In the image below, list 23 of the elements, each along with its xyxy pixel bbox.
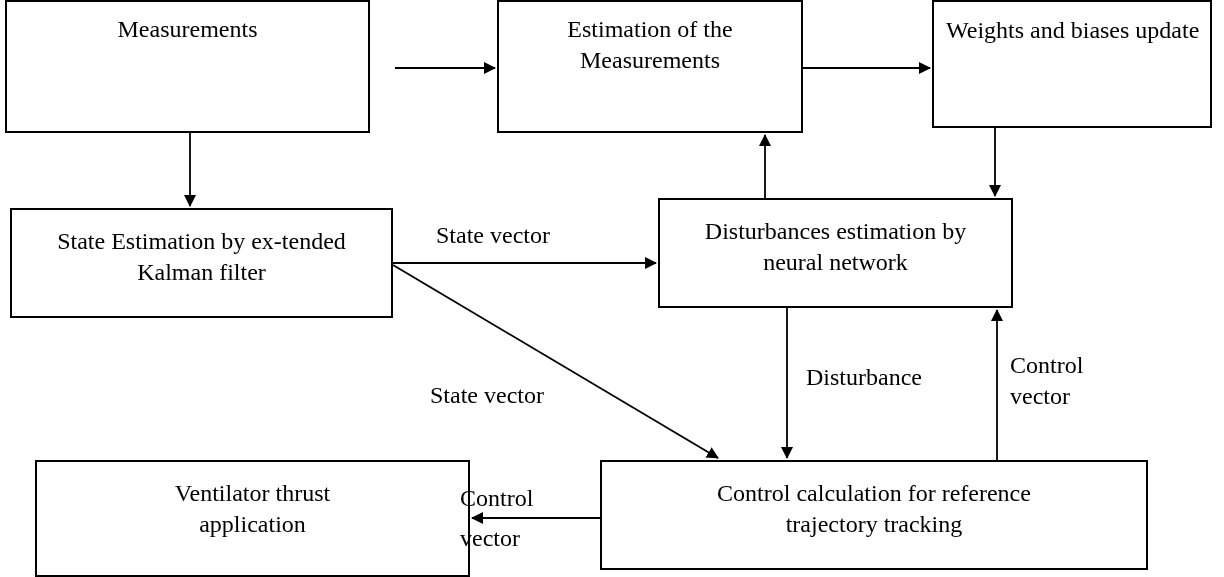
box-text: State Estimation by ex-tended Kalman filter <box>56 227 347 288</box>
arrow <box>802 62 931 74</box>
process-box <box>5 0 370 133</box>
arrow <box>781 307 793 459</box>
box-text: Control calculation for reference trajectory tracking <box>716 479 1032 540</box>
arrow <box>989 127 1001 197</box>
arrow <box>759 134 771 199</box>
box-text: Ventilator thrust application <box>173 479 332 540</box>
arrow <box>471 512 601 524</box>
arrow <box>392 264 719 459</box>
arrow <box>991 309 1003 461</box>
arrow <box>184 132 196 207</box>
process-box <box>932 0 1212 128</box>
box-text: Estimation of the Measurements <box>566 15 734 76</box>
box-text: Weights and biases update <box>946 16 1200 45</box>
arrow <box>394 62 496 74</box>
process-box <box>497 0 803 133</box>
arrow <box>392 257 657 269</box>
box-text: Disturbances estimation by neural network <box>703 217 968 278</box>
process-box <box>658 198 1013 308</box>
process-box <box>10 208 393 318</box>
process-box <box>600 460 1148 570</box>
box-text: Measurements <box>117 15 258 44</box>
